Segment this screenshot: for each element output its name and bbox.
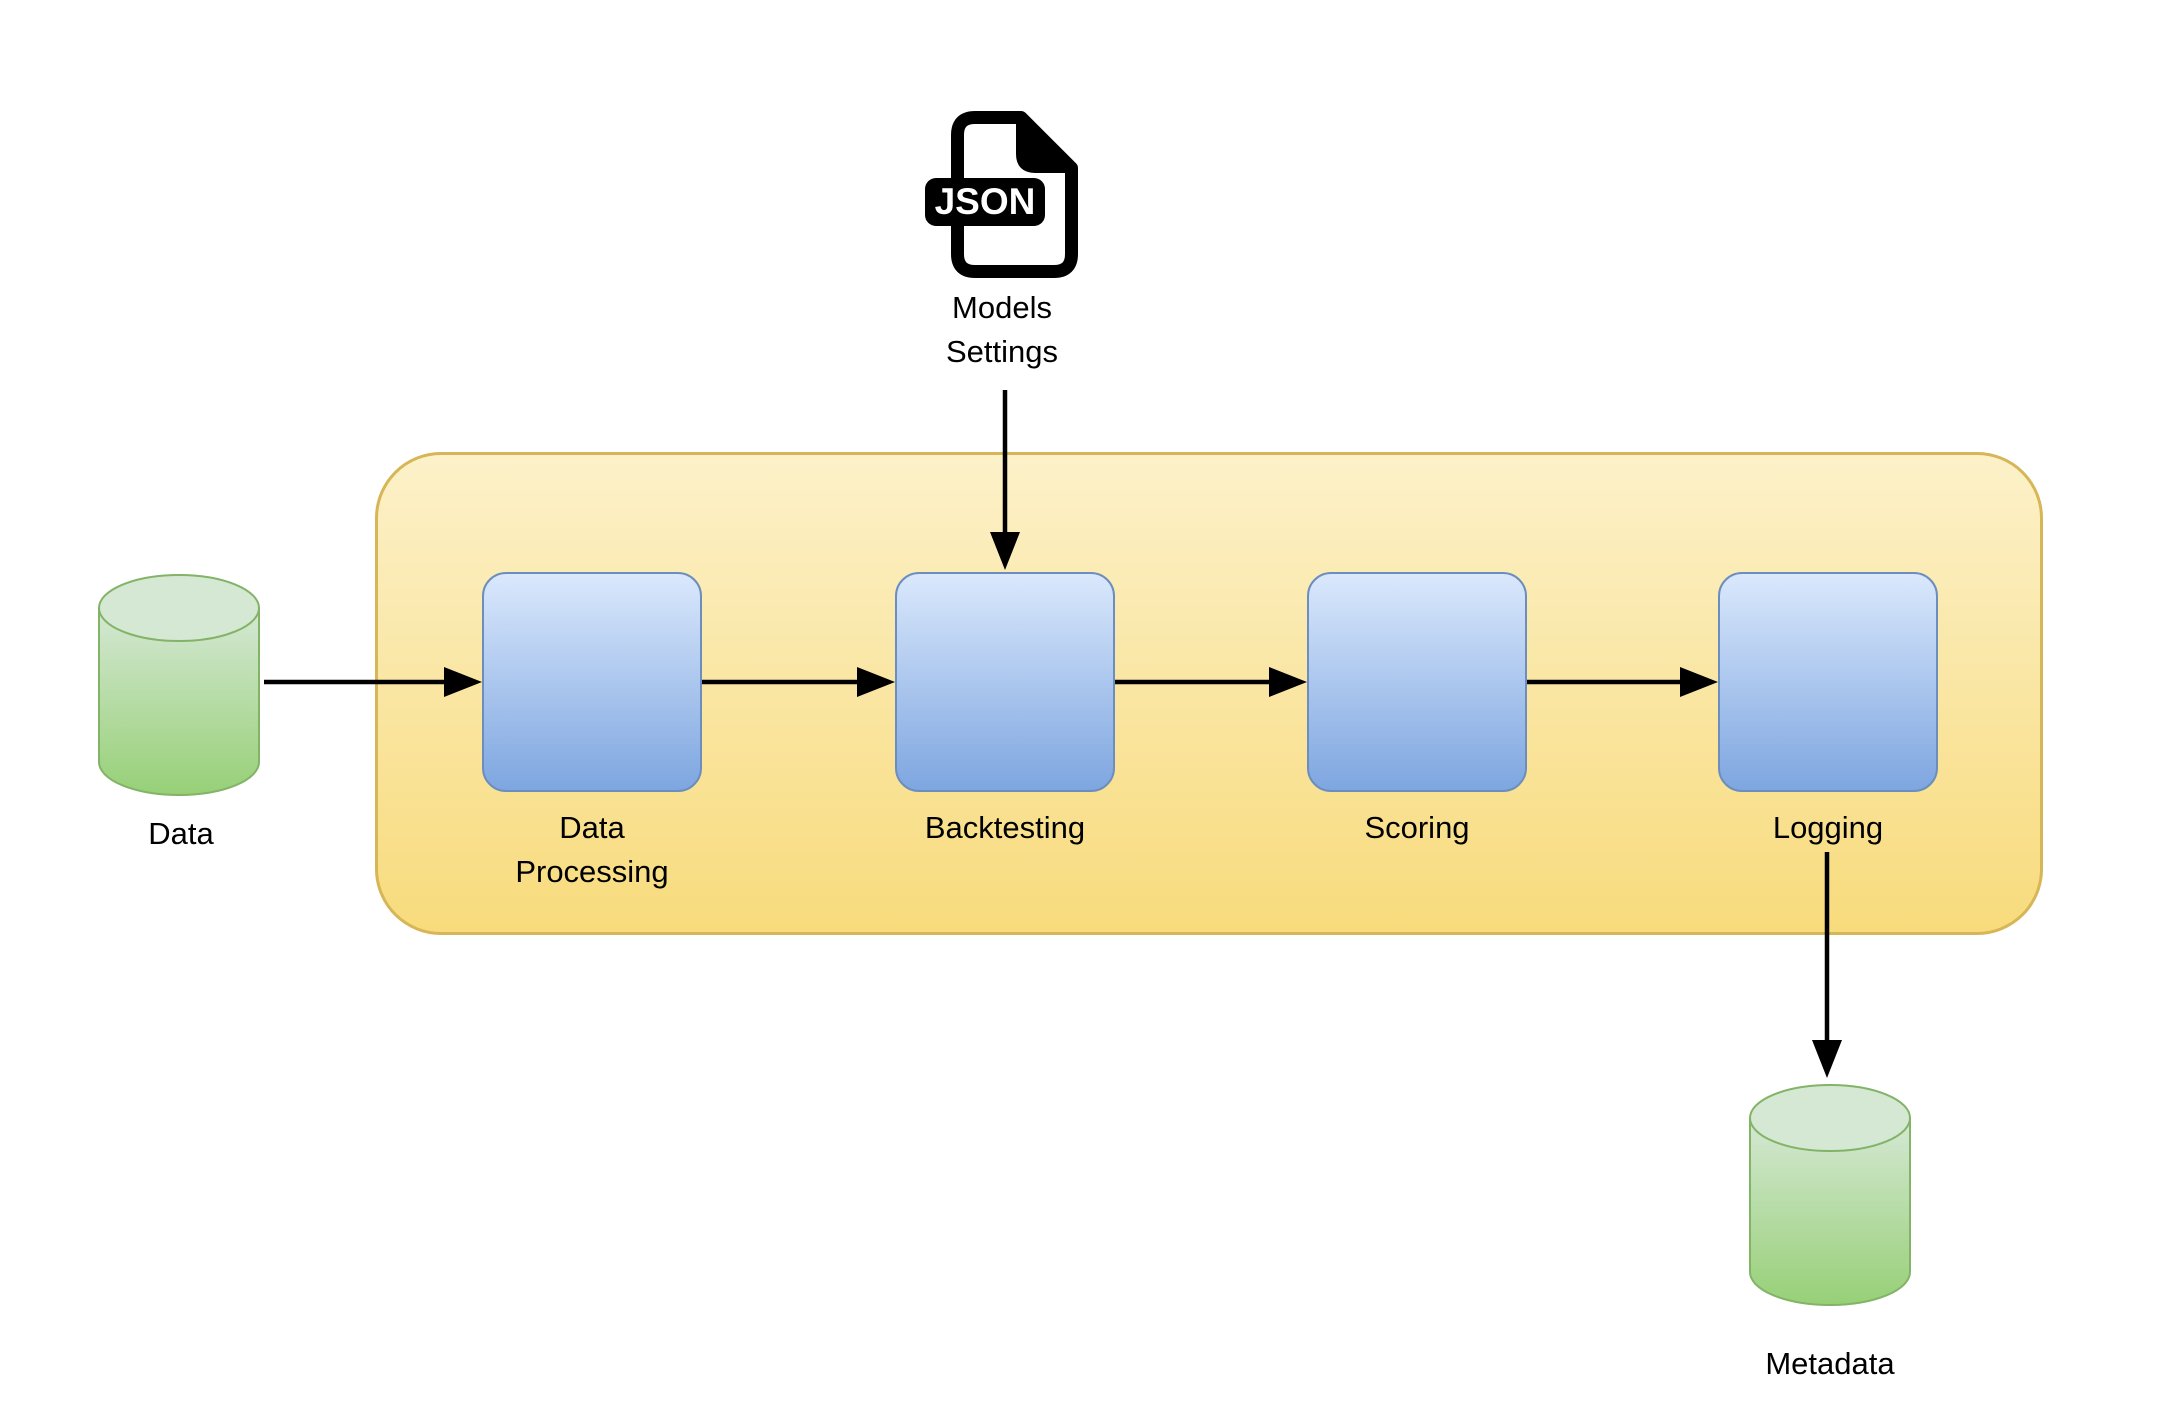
stage-label-backtesting: Backtesting (924, 810, 1086, 845)
arrow-logging-to-metadata (1812, 852, 1842, 1078)
datastore-cylinder-metadata (1749, 1084, 1911, 1306)
stage-label-data-processing: Data Processing (515, 810, 669, 889)
arrow-backtesting-to-scoring (1115, 667, 1307, 697)
datastore-label-data: Data (148, 816, 214, 851)
stage-label-scoring: Scoring (1364, 810, 1470, 845)
datastore-cylinder-data (98, 574, 260, 796)
stage-box-data-processing (482, 572, 702, 792)
stage-box-logging (1718, 572, 1938, 792)
config-file-label: Models Settings (945, 290, 1058, 369)
arrow-scoring-to-logging (1527, 667, 1718, 697)
stage-box-backtesting (895, 572, 1115, 792)
arrow-data-to-processing (264, 667, 482, 697)
json-badge-text: JSON (935, 181, 1036, 222)
json-file-icon: JSON (925, 111, 1078, 278)
arrow-processing-to-backtesting (702, 667, 895, 697)
arrow-settings-to-backtesting (990, 390, 1020, 570)
stage-label-logging: Logging (1772, 810, 1884, 845)
datastore-label-metadata: Metadata (1765, 1346, 1895, 1381)
stage-box-scoring (1307, 572, 1527, 792)
